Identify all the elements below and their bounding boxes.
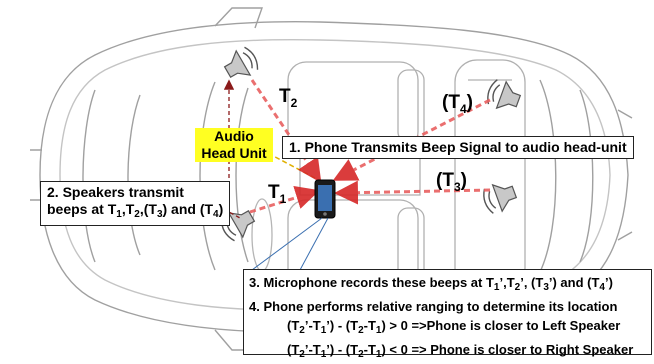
speaker-front-left-icon — [223, 46, 259, 79]
step4-text: 4. Phone performs relative ranging to de… — [249, 299, 618, 314]
phone-icon — [314, 179, 336, 219]
formula-right-speaker: (T2’-T1’) - (T2-T1) < 0 => Phone is clos… — [287, 342, 634, 360]
label-t1: T1 — [268, 182, 287, 206]
label-t2: T2 — [279, 86, 298, 110]
label-t3: (T3) — [436, 170, 467, 194]
formula-left-speaker: (T2’-T1’) - (T2-T1) > 0 =>Phone is close… — [287, 318, 621, 336]
step1-callout: 1. Phone Transmits Beep Signal to audio … — [282, 136, 634, 159]
seats — [287, 59, 526, 291]
phone-callout-lines — [251, 217, 329, 271]
speaker-rear-right-icon — [483, 183, 518, 214]
car-outline — [30, 7, 633, 351]
step3-text: 3. Microphone records these beeps at T1’… — [249, 275, 613, 293]
step2-callout: 2. Speakers transmit beeps at T1,T2,(T3)… — [40, 181, 231, 226]
steps3-4-callout: 3. Microphone records these beeps at T1’… — [243, 269, 652, 360]
label-t4: (T4) — [442, 92, 473, 116]
speaker-rear-left-icon — [487, 79, 522, 110]
audio-head-unit-label: Audio Head Unit — [195, 128, 273, 162]
